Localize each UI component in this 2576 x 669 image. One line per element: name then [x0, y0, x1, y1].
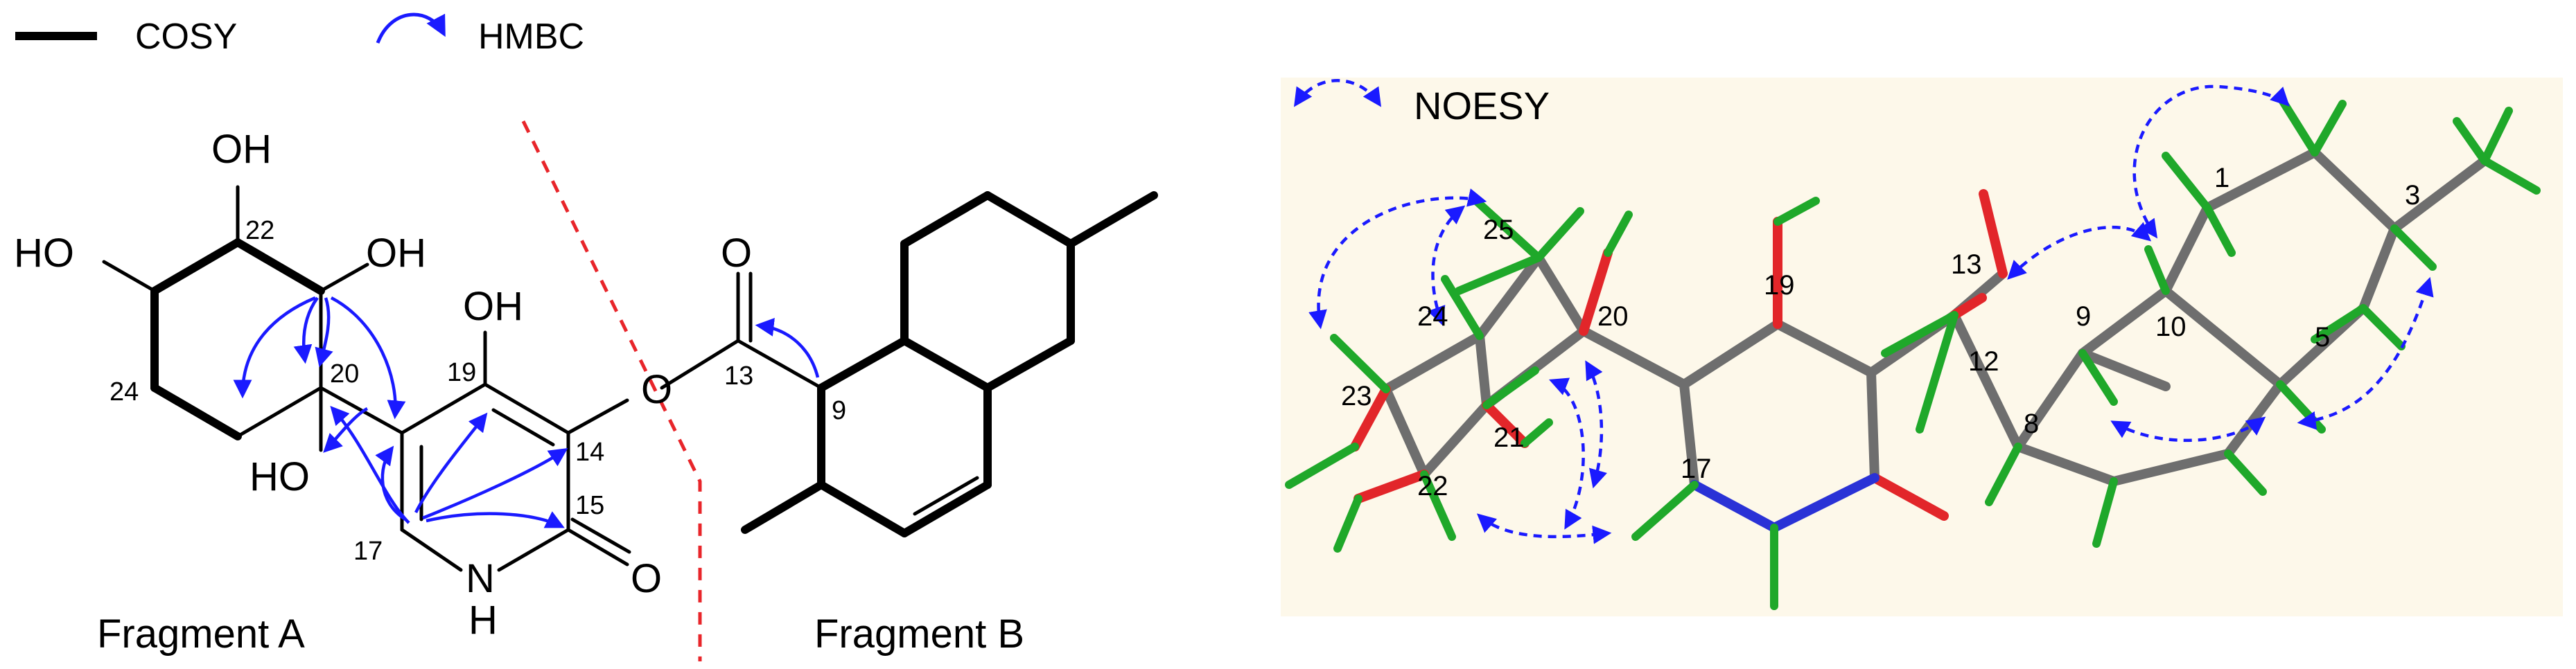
number-22: 22 — [245, 216, 274, 245]
noesy-legend-arrow — [1294, 79, 1381, 107]
number-14: 14 — [575, 438, 604, 467]
ho-20-label: HO — [249, 454, 310, 499]
noesy-3d-model: NOESY — [1281, 78, 2563, 616]
noesy-legend: NOESY — [1294, 79, 1550, 127]
number-20: 20 — [330, 359, 359, 389]
hmbc-legend-arrow — [376, 12, 446, 44]
cosy-legend-label: COSY — [135, 17, 237, 57]
cosy-bond — [234, 238, 325, 295]
model-panel-background — [1281, 78, 2563, 616]
legend-2d: COSY HMBC — [15, 12, 584, 57]
number-3d-17: 17 — [1681, 454, 1712, 484]
decalin-fragment — [660, 191, 1158, 537]
atom-numbers-2d: 22 24 20 19 14 15 17 13 9 — [109, 216, 846, 566]
atom-numbers-3d: 25 24 20 23 21 22 19 17 13 12 9 8 10 1 3… — [1341, 163, 2420, 501]
cosy-bond — [150, 238, 242, 295]
number-24: 24 — [109, 377, 139, 407]
oh-21-label: OH — [366, 231, 426, 276]
fragment-b-label: Fragment B — [814, 612, 1024, 657]
number-3d-22: 22 — [1417, 471, 1448, 501]
number-3d-12: 12 — [1968, 346, 1999, 377]
fragment-divider — [521, 120, 702, 661]
o-carbonyl-13-label: O — [721, 231, 752, 276]
n-label: N — [466, 556, 495, 601]
number-3d-1: 1 — [2214, 163, 2229, 193]
number-3d-20: 20 — [1597, 301, 1629, 332]
number-13: 13 — [724, 362, 753, 391]
hmbc-legend-label: HMBC — [478, 17, 584, 57]
structure-2d: COSY HMBC — [14, 12, 1158, 661]
number-15: 15 — [575, 491, 604, 520]
number-19: 19 — [447, 358, 476, 387]
number-3d-13: 13 — [1951, 249, 1982, 280]
o-15-label: O — [631, 556, 662, 601]
nitrogen-bonds — [1690, 473, 1880, 533]
number-3d-19: 19 — [1764, 270, 1795, 301]
number-17: 17 — [353, 537, 383, 566]
pyridone-ring — [400, 330, 631, 572]
fragment-a-label: Fragment A — [97, 612, 305, 657]
oh-19-label: OH — [463, 284, 523, 329]
number-3d-10: 10 — [2155, 312, 2187, 342]
noesy-correlations — [1308, 84, 2434, 544]
number-3d-8: 8 — [2024, 409, 2039, 439]
ho-23-label: HO — [14, 231, 74, 276]
number-3d-3: 3 — [2405, 180, 2420, 211]
cosy-bond — [150, 384, 242, 440]
number-3d-5: 5 — [2315, 322, 2330, 353]
oxygen-bonds — [1350, 189, 2008, 521]
number-9: 9 — [832, 396, 846, 425]
atom-labels-2d: OH HO OH OH HO O O O N H — [14, 127, 752, 643]
cyclohexane-ring — [102, 185, 404, 452]
number-3d-23: 23 — [1341, 381, 1372, 411]
oh-22-label: OH — [211, 127, 272, 172]
number-3d-9: 9 — [2076, 301, 2091, 332]
number-3d-21: 21 — [1493, 422, 1525, 453]
nh-h-label: H — [468, 598, 498, 643]
number-3d-25: 25 — [1483, 215, 1514, 245]
number-3d-24: 24 — [1417, 301, 1448, 332]
noesy-legend-label: NOESY — [1414, 84, 1550, 127]
o-ester-label: O — [641, 367, 672, 412]
hmbc-correlations — [233, 296, 820, 528]
